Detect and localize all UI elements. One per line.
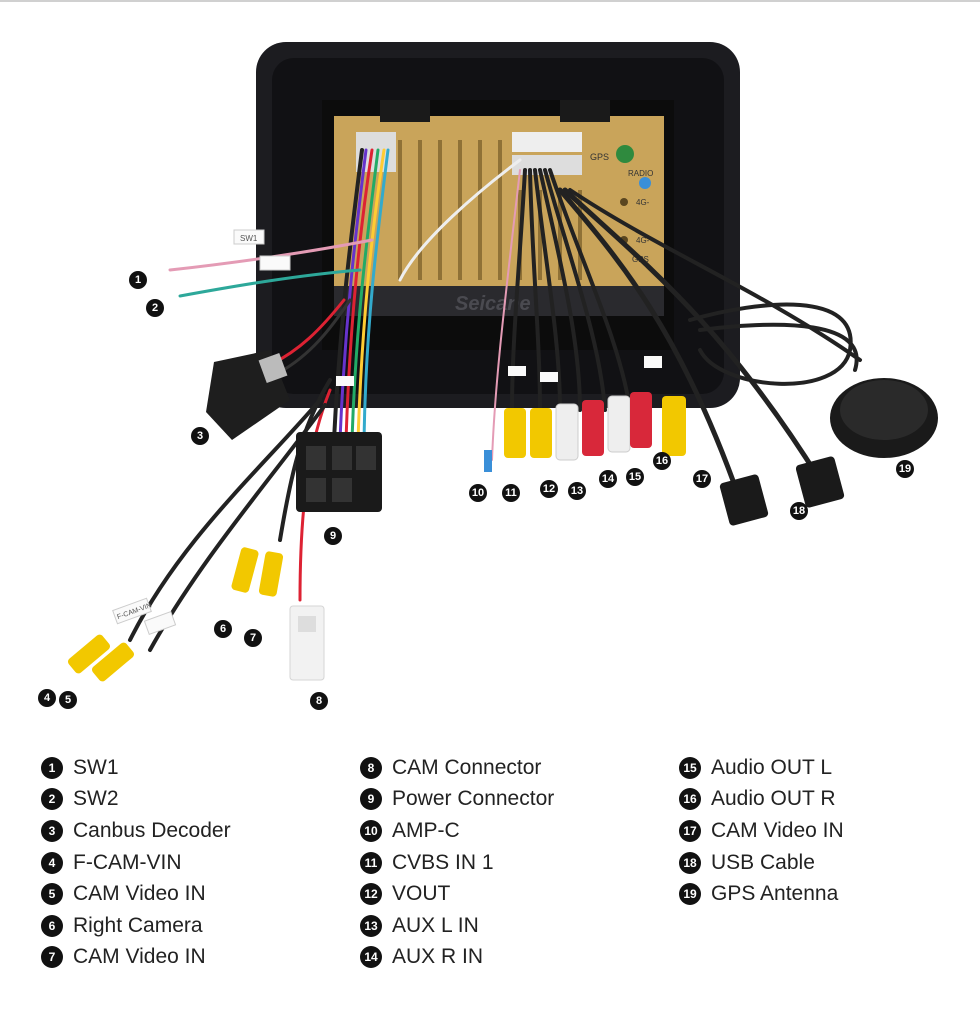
legend-item: 13 AUX L IN [360, 910, 554, 942]
callout-11: 11 [502, 484, 520, 502]
legend-item: 3 Canbus Decoder [41, 815, 231, 847]
legend-number: 10 [360, 819, 382, 842]
callout-1: 1 [129, 271, 147, 289]
legend-label: AUX R IN [392, 945, 484, 969]
legend-item: 14 AUX R IN [360, 942, 554, 974]
callout-12: 12 [540, 480, 558, 498]
callout-17: 17 [693, 470, 711, 488]
callout-18: 18 [790, 502, 808, 520]
legend-label: F-CAM-VIN [73, 850, 182, 874]
legend-number: 6 [41, 914, 63, 937]
legend-number: 15 [679, 756, 701, 779]
legend-number: 1 [41, 756, 63, 779]
power-connector [296, 432, 382, 512]
legend-label: CVBS IN 1 [392, 850, 494, 874]
legend-label: Canbus Decoder [73, 818, 231, 842]
callout-5: 5 [59, 691, 77, 709]
callout-9: 9 [324, 527, 342, 545]
callout-13: 13 [568, 482, 586, 500]
legend-item: 19 GPS Antenna [679, 878, 844, 910]
legend-label: CAM Video IN [711, 818, 844, 842]
callout-4: 4 [38, 689, 56, 707]
legend-number: 9 [360, 788, 382, 811]
legend-number: 19 [679, 883, 701, 906]
legend-number: 5 [41, 883, 63, 906]
wiring-diagram: GPS RADIO 4G- 4G- GPS Seicane [67, 42, 938, 682]
callout-7: 7 [244, 629, 262, 647]
legend-number: 18 [679, 851, 701, 874]
legend-label: AUX L IN [392, 913, 479, 937]
wiring-loom [128, 148, 862, 652]
legend-label: SW2 [73, 787, 119, 811]
legend-column-3: 15 Audio OUT L 16 Audio OUT R 17 CAM Video … [679, 752, 844, 910]
legend-label: Power Connector [392, 787, 555, 811]
legend-item: 5 CAM Video IN [41, 878, 231, 910]
legend-item: 10 AMP-C [360, 815, 554, 847]
head-unit: GPS RADIO 4G- 4G- GPS Seicane [256, 42, 740, 408]
usb-connectors [719, 456, 845, 526]
gps-port-label: GPS [590, 152, 609, 162]
radio-port-label: RADIO [628, 169, 653, 178]
top-rule [0, 0, 980, 2]
cam-connector [289, 605, 325, 681]
legend-label: GPS Antenna [711, 882, 839, 906]
legend-item: 16 Audio OUT R [679, 784, 844, 816]
legend-label: USB Cable [711, 850, 815, 874]
brand-watermark: Seicane [455, 293, 531, 315]
legend-number: 12 [360, 883, 382, 906]
legend-item: 15 Audio OUT L [679, 752, 844, 784]
legend-item: 2 SW2 [41, 784, 231, 816]
callout-15: 15 [626, 468, 644, 486]
callout-10: 10 [469, 484, 487, 502]
callout-6: 6 [214, 620, 232, 638]
legend-number: 13 [360, 914, 382, 937]
gps-antenna [830, 378, 938, 458]
callout-3: 3 [191, 427, 209, 445]
legend-item: 17 CAM Video IN [679, 815, 844, 847]
legend-item: 11 CVBS IN 1 [360, 847, 554, 879]
radio-port [639, 177, 651, 189]
legend-item: 1 SW1 [41, 752, 231, 784]
legend-item: 6 Right Camera [41, 910, 231, 942]
legend-number: 4 [41, 851, 63, 874]
callout-14: 14 [599, 470, 617, 488]
gps-port [616, 145, 634, 163]
legend-number: 17 [679, 819, 701, 842]
legend-item: 9 Power Connector [360, 784, 554, 816]
legend-number: 14 [360, 946, 382, 969]
lte-port-label-1: 4G- [636, 198, 650, 207]
legend-number: 7 [41, 946, 63, 969]
legend-label: CAM Video IN [73, 945, 206, 969]
callout-8: 8 [310, 692, 328, 710]
camera-rca-plugs [67, 547, 284, 682]
legend-label: Audio OUT L [711, 755, 833, 779]
legend-label: VOUT [392, 882, 451, 906]
legend-item: 7 CAM Video IN [41, 942, 231, 974]
lte-port-label-2: 4G- [636, 236, 650, 245]
callout-16: 16 [653, 452, 671, 470]
callout-19: 19 [896, 460, 914, 478]
canbus-decoder [206, 350, 290, 440]
tag-sw1: SW1 [240, 234, 258, 243]
legend-label: CAM Video IN [73, 882, 206, 906]
legend-number: 3 [41, 819, 63, 842]
legend-number: 11 [360, 851, 382, 874]
legend-label: AMP-C [392, 818, 460, 842]
audio-video-rca-plugs [484, 392, 686, 472]
callout-2: 2 [146, 299, 164, 317]
legend-label: SW1 [73, 755, 119, 779]
legend-number: 16 [679, 788, 701, 811]
legend-item: 12 VOUT [360, 878, 554, 910]
legend-item: 18 USB Cable [679, 847, 844, 879]
legend-number: 2 [41, 788, 63, 811]
legend-item: 8 CAM Connector [360, 752, 554, 784]
legend-label: Audio OUT R [711, 787, 836, 811]
legend-label: CAM Connector [392, 755, 542, 779]
wire-tags: SW1 F-CAM-VIN [112, 229, 662, 636]
legend-item: 4 F-CAM-VIN [41, 847, 231, 879]
legend-label: Right Camera [73, 913, 203, 937]
legend-number: 8 [360, 756, 382, 779]
